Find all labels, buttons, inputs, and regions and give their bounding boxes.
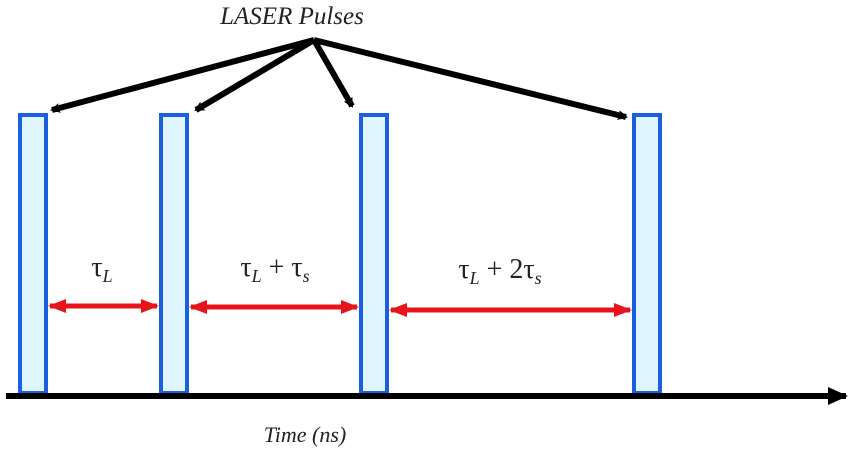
pulses: [18, 113, 662, 395]
pulse-1: [18, 113, 48, 395]
pointer-arrow-1: [50, 37, 315, 113]
interval-label-1: τL: [91, 252, 112, 286]
interval-arrows: [48, 299, 632, 317]
pulse-4: [632, 113, 662, 395]
pointer-arrow-3: [311, 38, 355, 108]
pulse-3: [359, 113, 389, 395]
interval-label-2: τL + τs: [240, 252, 309, 286]
pointer-arrow-2: [194, 37, 316, 113]
diagram-title: LASER Pulses: [219, 3, 364, 30]
interval-label-3: τL + 2τs: [458, 254, 541, 288]
time-axis-label: Time (ns): [264, 422, 347, 447]
pointer-arrows: [50, 37, 628, 120]
pulse-2: [159, 113, 189, 395]
pointer-arrow-4: [313, 37, 628, 120]
